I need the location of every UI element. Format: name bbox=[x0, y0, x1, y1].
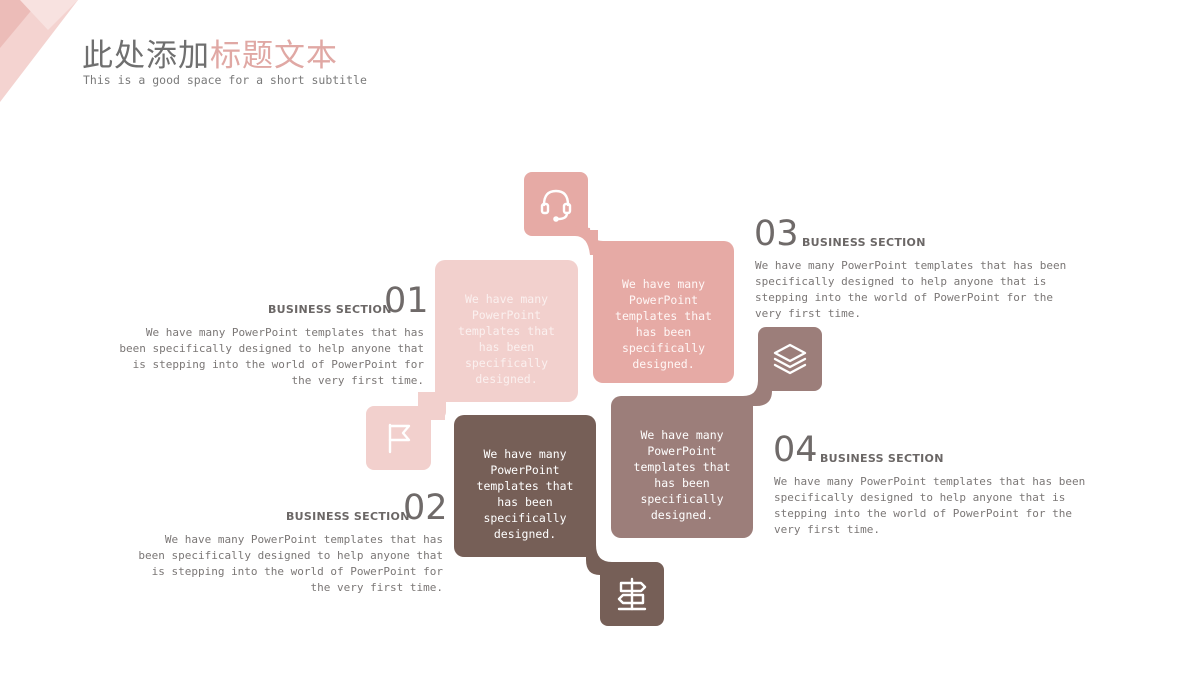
box-1-shape bbox=[366, 260, 578, 470]
section-01-text: We have many PowerPoint templates that h… bbox=[119, 326, 424, 387]
section-02-number: 02 bbox=[403, 488, 448, 528]
box-3-shape bbox=[524, 172, 734, 383]
section-04-number: 04 bbox=[773, 430, 818, 470]
page-subtitle: This is a good space for a short subtitl… bbox=[83, 73, 367, 87]
title-part-1: 此处添加 bbox=[82, 38, 210, 74]
layers-icon bbox=[758, 327, 822, 391]
section-02-label: BUSINESS SECTION bbox=[286, 510, 410, 523]
headset-icon bbox=[524, 172, 588, 236]
signpost-icon bbox=[600, 562, 664, 626]
box-3-text: We have many PowerPoint templates that h… bbox=[615, 277, 712, 371]
title-part-2: 标题文本 bbox=[210, 38, 338, 74]
box-2-text: We have many PowerPoint templates that h… bbox=[476, 447, 574, 541]
section-04-text: We have many PowerPoint templates that h… bbox=[774, 475, 1086, 536]
box-4-shape bbox=[611, 327, 822, 538]
box-1-text: We have many PowerPoint templates that h… bbox=[458, 292, 555, 386]
section-01-label: BUSINESS SECTION bbox=[268, 303, 392, 316]
section-03-text: We have many PowerPoint templates that h… bbox=[755, 259, 1067, 320]
corner-decoration bbox=[0, 0, 78, 102]
page-title: 此处添加标题文本 bbox=[82, 30, 338, 75]
section-04-label: BUSINESS SECTION bbox=[820, 452, 944, 465]
flag-icon bbox=[366, 406, 431, 470]
section-03-label: BUSINESS SECTION bbox=[802, 236, 926, 249]
section-02-text: We have many PowerPoint templates that h… bbox=[138, 533, 443, 594]
section-03-number: 03 bbox=[754, 214, 799, 254]
box-4-text: We have many PowerPoint templates that h… bbox=[633, 428, 731, 522]
section-01-number: 01 bbox=[384, 281, 429, 321]
